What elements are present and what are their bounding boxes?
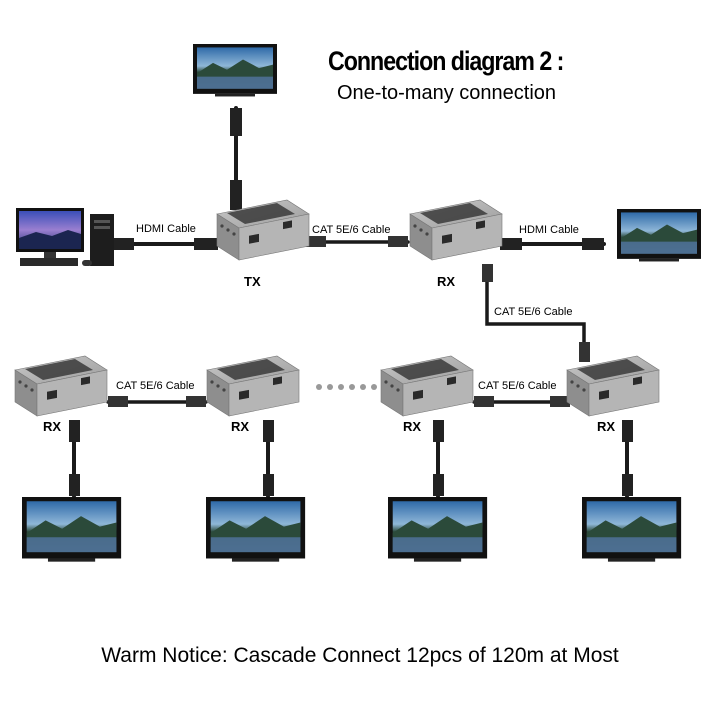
label-rx-1: RX	[43, 419, 61, 434]
tv-icon	[206, 497, 306, 562]
tv-icon	[388, 497, 488, 562]
label-cat-cable-row-left: CAT 5E/6 Cable	[116, 380, 194, 392]
rx-extender-main	[409, 199, 503, 261]
rx-extender-4	[566, 355, 660, 417]
diagram-subtitle: One-to-many connection	[337, 82, 557, 104]
label-rx-3: RX	[403, 419, 421, 434]
tv-icon	[193, 44, 277, 97]
label-hdmi-cable-pc: HDMI Cable	[136, 223, 196, 235]
tv-icon	[617, 209, 701, 262]
tv-icon	[582, 497, 682, 562]
label-rx-main: RX	[437, 274, 455, 289]
label-hdmi-cable-right: HDMI Cable	[519, 224, 579, 236]
rx-extender-2	[206, 355, 300, 417]
rx-extender-3	[380, 355, 474, 417]
label-tx: TX	[244, 274, 261, 289]
label-rx-2: RX	[231, 419, 249, 434]
tv-icon	[22, 497, 122, 562]
cables	[69, 106, 633, 498]
label-cat-cable-row-right: CAT 5E/6 Cable	[478, 380, 556, 392]
label-rx-4: RX	[597, 419, 615, 434]
continuation-dots-icon	[316, 384, 377, 390]
desktop-computer-icon	[16, 208, 114, 266]
label-cat-cable-cascade: CAT 5E/6 Cable	[494, 306, 572, 318]
rx-extender-1	[14, 355, 108, 417]
warm-notice: Warm Notice: Cascade Connect 12pcs of 12…	[101, 644, 619, 667]
label-cat-cable-main: CAT 5E/6 Cable	[312, 224, 390, 236]
diagram-title: Connection diagram 2 :	[328, 46, 564, 76]
